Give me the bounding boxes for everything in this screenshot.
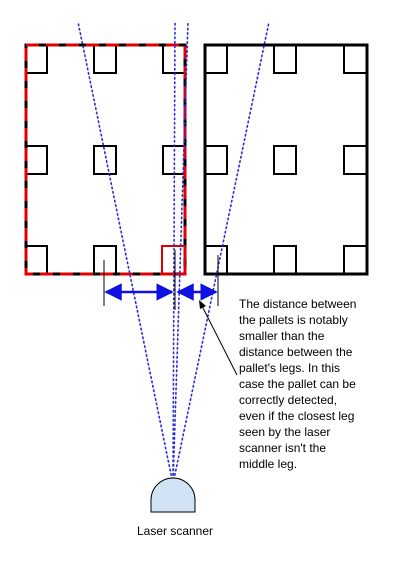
leg-bottom-middle xyxy=(93,245,117,275)
annotation-line: correctly detected, xyxy=(239,393,338,407)
guide-lines xyxy=(103,250,219,310)
annotation-line: seen by the laser xyxy=(239,425,331,439)
scan-ray-center xyxy=(172,21,176,485)
leg-mid-middle xyxy=(93,145,117,175)
annotation-line: smaller than the xyxy=(239,329,325,343)
annotation-line: The distance between xyxy=(239,297,357,311)
leg-top-right xyxy=(343,45,367,74)
left-pallet xyxy=(24,43,187,276)
scan-ray-mid xyxy=(172,21,189,485)
annotation-line: distance between the xyxy=(239,345,353,359)
annotation-line: case the pallet can be xyxy=(239,377,356,391)
annotation-line: pallet's legs. In this xyxy=(239,361,341,375)
left-pallet-legs xyxy=(26,44,185,275)
leg-mid-left xyxy=(26,145,48,175)
leg-bottom-right xyxy=(343,245,367,274)
scanner-label: Laser scanner xyxy=(136,524,214,538)
annotation-leader-line xyxy=(201,305,238,376)
annotation-line: middle leg. xyxy=(239,457,298,471)
leg-top-left xyxy=(26,45,48,74)
right-pallet xyxy=(203,43,369,276)
scan-ray-left xyxy=(77,21,174,485)
leg-bottom-left xyxy=(205,245,228,274)
left-pallet-outline xyxy=(24,43,187,276)
annotation-line: even if the closest leg xyxy=(239,409,355,423)
scan-ray-right xyxy=(172,21,270,485)
leg-bottom-left xyxy=(26,245,48,274)
scan-rays xyxy=(77,21,270,485)
annotation-text: The distance between the pallets is nota… xyxy=(239,296,414,472)
laser-scanner xyxy=(150,477,196,513)
annotation-leader-arrowhead xyxy=(199,300,206,309)
leg-top-middle xyxy=(93,44,117,74)
leg-mid-right xyxy=(343,145,367,175)
leg-mid-middle xyxy=(273,145,297,175)
leg-top-left xyxy=(205,45,228,74)
annotation-line: the pallets is notably xyxy=(239,313,348,327)
leg-bottom-middle xyxy=(273,245,297,275)
leg-top-middle xyxy=(273,44,297,74)
annotation-line: scanner isn't the xyxy=(239,441,327,455)
leg-mid-left xyxy=(205,145,228,175)
right-pallet-outline xyxy=(203,43,369,276)
leg-top-right xyxy=(162,45,185,74)
left-pallet-highlight xyxy=(24,43,187,276)
